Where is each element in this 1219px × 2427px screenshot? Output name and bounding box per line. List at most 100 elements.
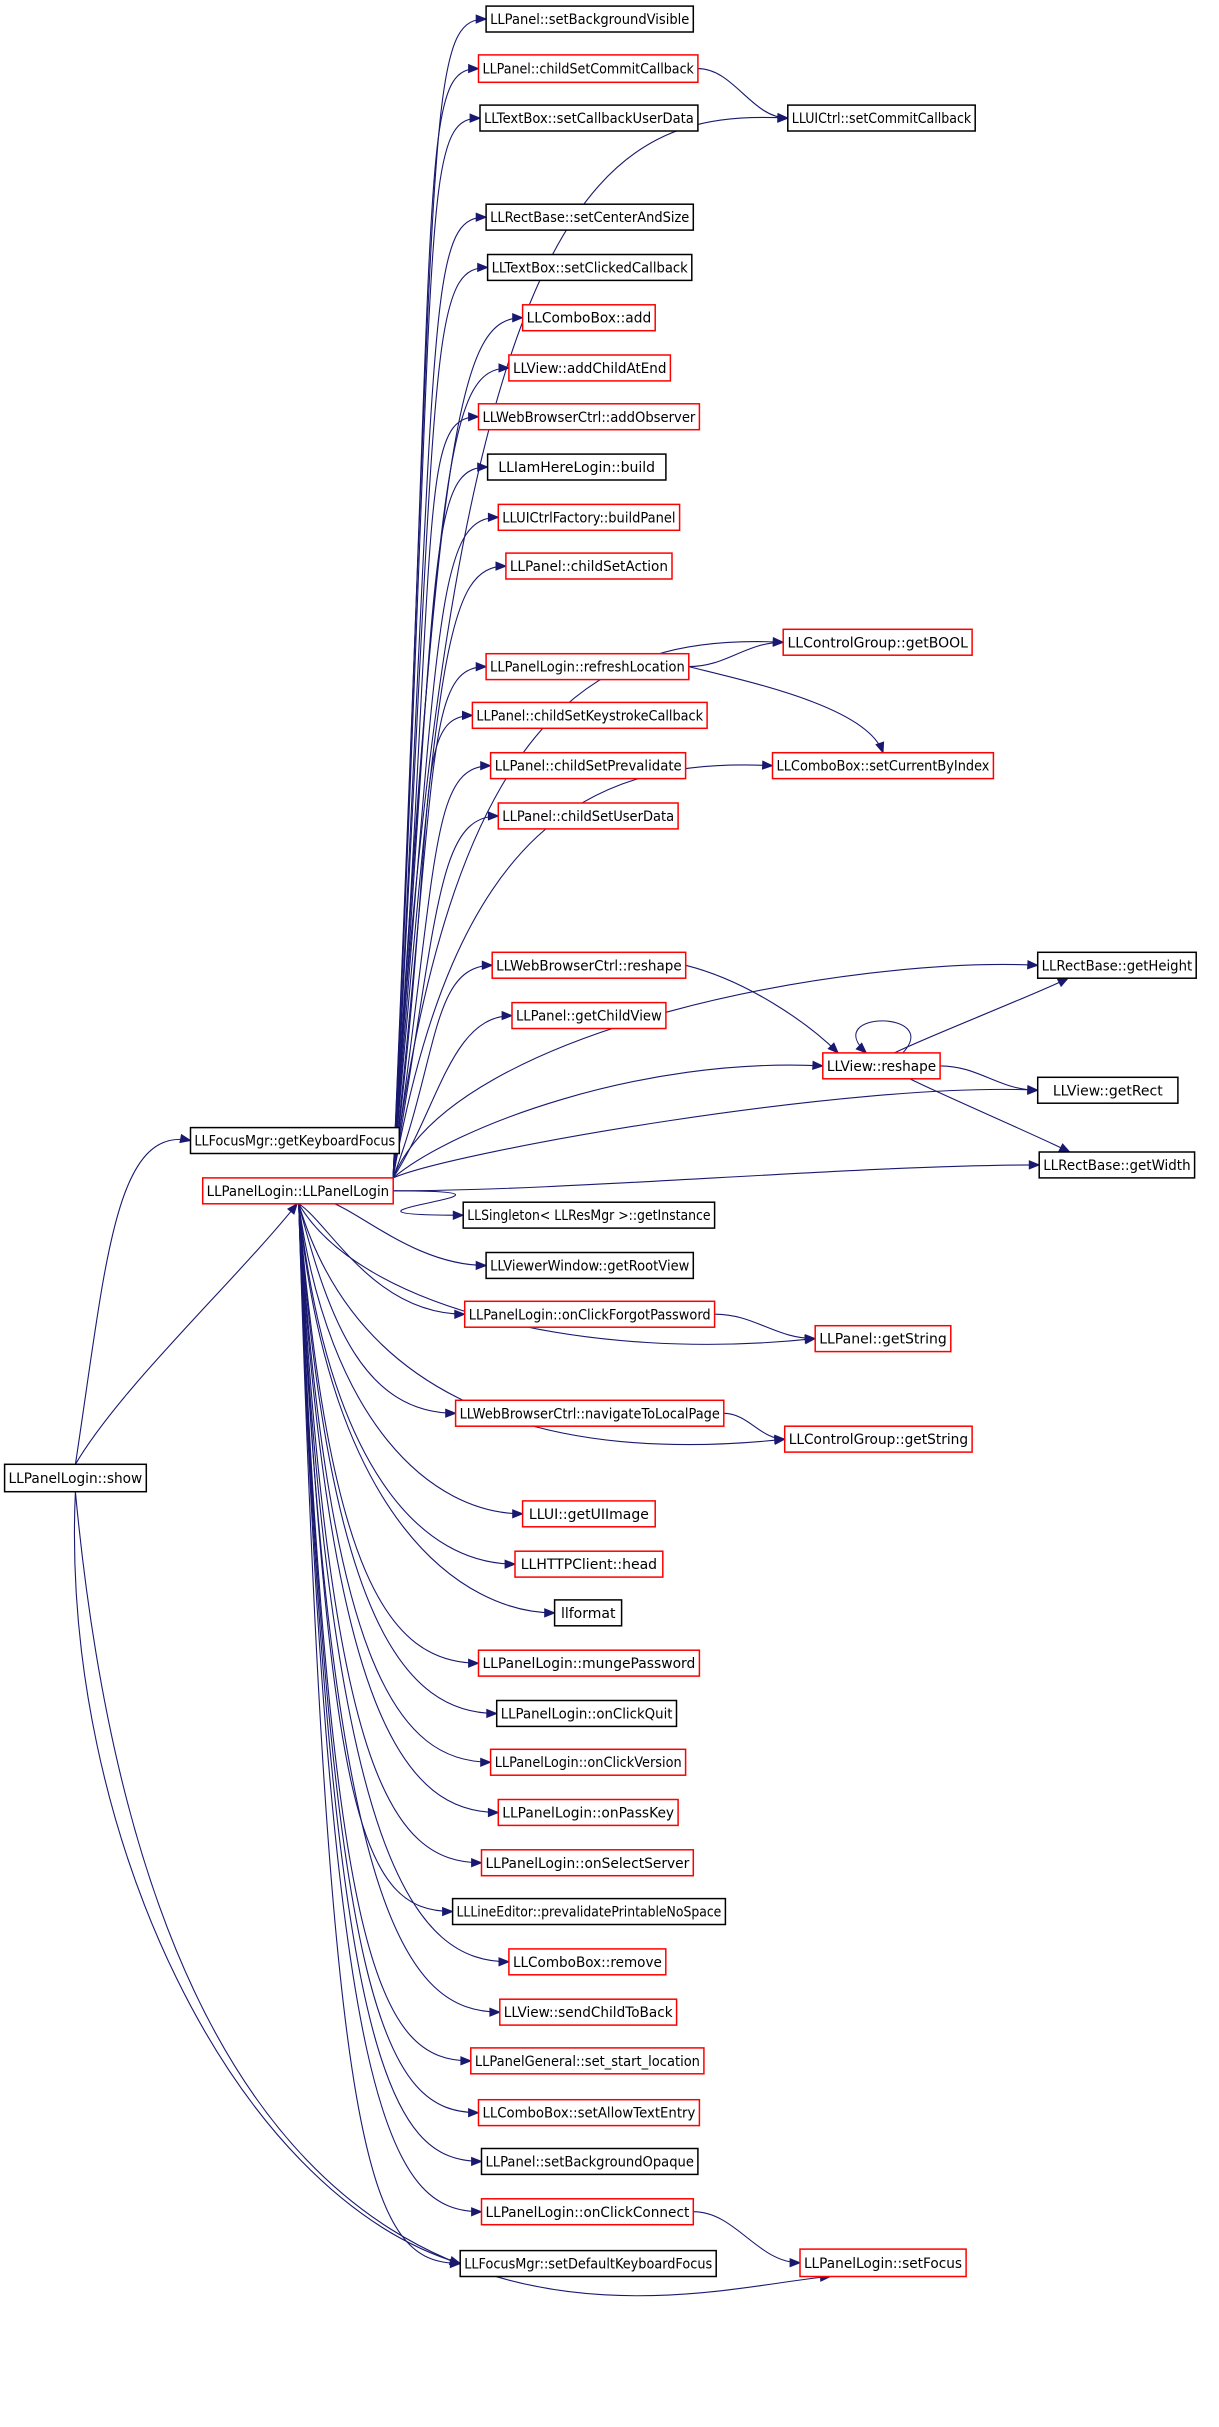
node-box-setAllowTextEntry[interactable] xyxy=(477,2098,701,2127)
node-setStartLocation[interactable]: LLPanelGeneral::set_start_location xyxy=(470,2047,705,2075)
node-box-viewReshape[interactable] xyxy=(822,1052,941,1080)
node-LLPanelLogin[interactable]: LLPanelLogin::LLPanelLogin xyxy=(201,1177,394,1205)
node-box-sendChildToBack[interactable] xyxy=(499,1998,678,2026)
node-box-setFocus[interactable] xyxy=(799,2248,967,2278)
node-show[interactable]: LLPanelLogin::show xyxy=(3,1463,148,1493)
node-buildPanel[interactable]: LLUICtrlFactory::buildPanel xyxy=(497,503,681,532)
node-box-getRect[interactable] xyxy=(1036,1076,1179,1104)
node-setClickedCallback[interactable]: LLTextBox::setClickedCallback xyxy=(486,253,693,282)
node-getKeyboardFocus[interactable]: LLFocusMgr::getKeyboardFocus xyxy=(189,1126,401,1155)
node-box-onClickConnect[interactable] xyxy=(480,2198,695,2226)
node-box-mungePassword[interactable] xyxy=(477,1649,701,1677)
node-childSetPrevalidate[interactable]: LLPanel::childSetPrevalidate xyxy=(489,751,687,780)
node-box-getInstance[interactable] xyxy=(462,1201,716,1229)
node-setBackgroundOpaque[interactable]: LLPanel::setBackgroundOpaque xyxy=(480,2147,699,2176)
node-box-setCommitCallback[interactable] xyxy=(787,104,976,132)
node-box-refreshLocation[interactable] xyxy=(485,652,690,681)
node-box-show[interactable] xyxy=(3,1463,148,1493)
node-box-setCurrentByIndex[interactable] xyxy=(771,751,995,780)
node-setCallbackUserData[interactable]: LLTextBox::setCallbackUserData xyxy=(479,104,699,132)
node-box-llformat[interactable] xyxy=(553,1599,623,1627)
node-box-getRootView[interactable] xyxy=(485,1251,695,1280)
node-refreshLocation[interactable]: LLPanelLogin::refreshLocation xyxy=(485,652,690,681)
node-setDefaultKeyboardFocus[interactable]: LLFocusMgr::setDefaultKeyboardFocus xyxy=(459,2249,717,2278)
node-box-getBOOL[interactable] xyxy=(782,628,973,656)
node-onClickConnect[interactable]: LLPanelLogin::onClickConnect xyxy=(480,2198,695,2226)
node-onClickForgotPassword[interactable]: LLPanelLogin::onClickForgotPassword xyxy=(463,1300,716,1328)
node-box-buildPanel[interactable] xyxy=(497,503,681,532)
node-childSetUserData[interactable]: LLPanel::childSetUserData xyxy=(497,802,679,830)
node-box-getChildView[interactable] xyxy=(511,1001,667,1030)
node-iamHereBuild[interactable]: LLIamHereLogin::build xyxy=(486,453,667,481)
node-box-getWidth[interactable] xyxy=(1038,1151,1196,1179)
node-onSelectServer[interactable]: LLPanelLogin::onSelectServer xyxy=(480,1849,695,1877)
node-box-childSetCommitCallback[interactable] xyxy=(477,54,699,84)
node-viewReshape[interactable]: LLView::reshape xyxy=(822,1052,941,1080)
node-childSetAction[interactable]: LLPanel::childSetAction xyxy=(505,552,673,580)
node-box-setBackgroundOpaque[interactable] xyxy=(480,2147,699,2176)
node-box-onClickVersion[interactable] xyxy=(489,1748,687,1776)
node-getInstance[interactable]: LLSingleton< LLResMgr >::getInstance xyxy=(462,1201,716,1229)
node-httpHead[interactable]: LLHTTPClient::head xyxy=(514,1550,664,1578)
node-box-onSelectServer[interactable] xyxy=(480,1849,695,1877)
node-childSetCommitCallback[interactable]: LLPanel::childSetCommitCallback xyxy=(477,54,699,84)
node-childSetKeystrokeCallback[interactable]: LLPanel::childSetKeystrokeCallback xyxy=(471,701,708,730)
node-box-navigateToLocalPage[interactable] xyxy=(454,1399,725,1427)
node-box-childSetPrevalidate[interactable] xyxy=(489,751,687,780)
node-setBackgroundVisible[interactable]: LLPanel::setBackgroundVisible xyxy=(485,5,695,33)
node-box-onPassKey[interactable] xyxy=(497,1798,679,1827)
node-comboAdd[interactable]: LLComboBox::add xyxy=(521,304,656,332)
node-box-controlGetString[interactable] xyxy=(783,1425,973,1453)
node-box-webReshape[interactable] xyxy=(491,951,687,979)
node-setFocus[interactable]: LLPanelLogin::setFocus xyxy=(799,2248,967,2278)
node-onClickVersion[interactable]: LLPanelLogin::onClickVersion xyxy=(489,1748,687,1776)
node-box-getKeyboardFocus[interactable] xyxy=(189,1126,401,1155)
node-box-comboAdd[interactable] xyxy=(521,304,656,332)
node-sendChildToBack[interactable]: LLView::sendChildToBack xyxy=(499,1998,678,2026)
node-mungePassword[interactable]: LLPanelLogin::mungePassword xyxy=(477,1649,701,1677)
node-box-LLPanelLogin[interactable] xyxy=(201,1177,394,1205)
node-setCurrentByIndex[interactable]: LLComboBox::setCurrentByIndex xyxy=(771,751,995,780)
node-box-childSetUserData[interactable] xyxy=(497,802,679,830)
node-setCenterAndSize[interactable]: LLRectBase::setCenterAndSize xyxy=(485,203,695,231)
node-webReshape[interactable]: LLWebBrowserCtrl::reshape xyxy=(491,951,687,979)
node-llformat[interactable]: llformat xyxy=(553,1599,623,1627)
node-getRootView[interactable]: LLViewerWindow::getRootView xyxy=(485,1251,695,1280)
node-box-setCallbackUserData[interactable] xyxy=(479,104,699,132)
node-getBOOL[interactable]: LLControlGroup::getBOOL xyxy=(782,628,973,656)
node-addChildAtEnd[interactable]: LLView::addChildAtEnd xyxy=(508,354,672,382)
node-box-setBackgroundVisible[interactable] xyxy=(485,5,695,33)
node-box-addChildAtEnd[interactable] xyxy=(508,354,672,382)
node-navigateToLocalPage[interactable]: LLWebBrowserCtrl::navigateToLocalPage xyxy=(454,1399,725,1427)
node-box-addObserver[interactable] xyxy=(477,403,701,431)
node-box-prevalidatePrintableNoSpace[interactable] xyxy=(451,1897,727,1926)
node-box-setClickedCallback[interactable] xyxy=(486,253,693,282)
node-onPassKey[interactable]: LLPanelLogin::onPassKey xyxy=(497,1798,679,1827)
node-box-setStartLocation[interactable] xyxy=(470,2047,705,2075)
node-getWidth[interactable]: LLRectBase::getWidth xyxy=(1038,1151,1196,1179)
node-setCommitCallback[interactable]: LLUICtrl::setCommitCallback xyxy=(787,104,976,132)
node-box-setDefaultKeyboardFocus[interactable] xyxy=(459,2249,717,2278)
node-box-childSetKeystrokeCallback[interactable] xyxy=(471,701,708,730)
node-box-onClickQuit[interactable] xyxy=(495,1699,678,1728)
node-getHeight[interactable]: LLRectBase::getHeight xyxy=(1036,951,1197,979)
node-addObserver[interactable]: LLWebBrowserCtrl::addObserver xyxy=(477,403,701,431)
node-onClickQuit[interactable]: LLPanelLogin::onClickQuit xyxy=(495,1699,678,1728)
node-box-getUIImage[interactable] xyxy=(521,1500,656,1528)
node-box-getHeight[interactable] xyxy=(1036,951,1197,979)
node-box-childSetAction[interactable] xyxy=(505,552,673,580)
node-getChildView[interactable]: LLPanel::getChildView xyxy=(511,1001,667,1030)
node-panelGetString[interactable]: LLPanel::getString xyxy=(814,1324,952,1353)
node-getUIImage[interactable]: LLUI::getUIImage xyxy=(521,1500,656,1528)
node-setAllowTextEntry[interactable]: LLComboBox::setAllowTextEntry xyxy=(477,2098,701,2127)
node-box-iamHereBuild[interactable] xyxy=(486,453,667,481)
node-prevalidatePrintableNoSpace[interactable]: LLLineEditor::prevalidatePrintableNoSpac… xyxy=(451,1897,727,1926)
node-box-panelGetString[interactable] xyxy=(814,1324,952,1353)
node-box-setCenterAndSize[interactable] xyxy=(485,203,695,231)
node-controlGetString[interactable]: LLControlGroup::getString xyxy=(783,1425,973,1453)
node-box-httpHead[interactable] xyxy=(514,1550,664,1578)
node-comboRemove[interactable]: LLComboBox::remove xyxy=(508,1948,667,1976)
node-box-onClickForgotPassword[interactable] xyxy=(463,1300,716,1328)
node-box-comboRemove[interactable] xyxy=(508,1948,667,1976)
node-getRect[interactable]: LLView::getRect xyxy=(1036,1076,1179,1104)
